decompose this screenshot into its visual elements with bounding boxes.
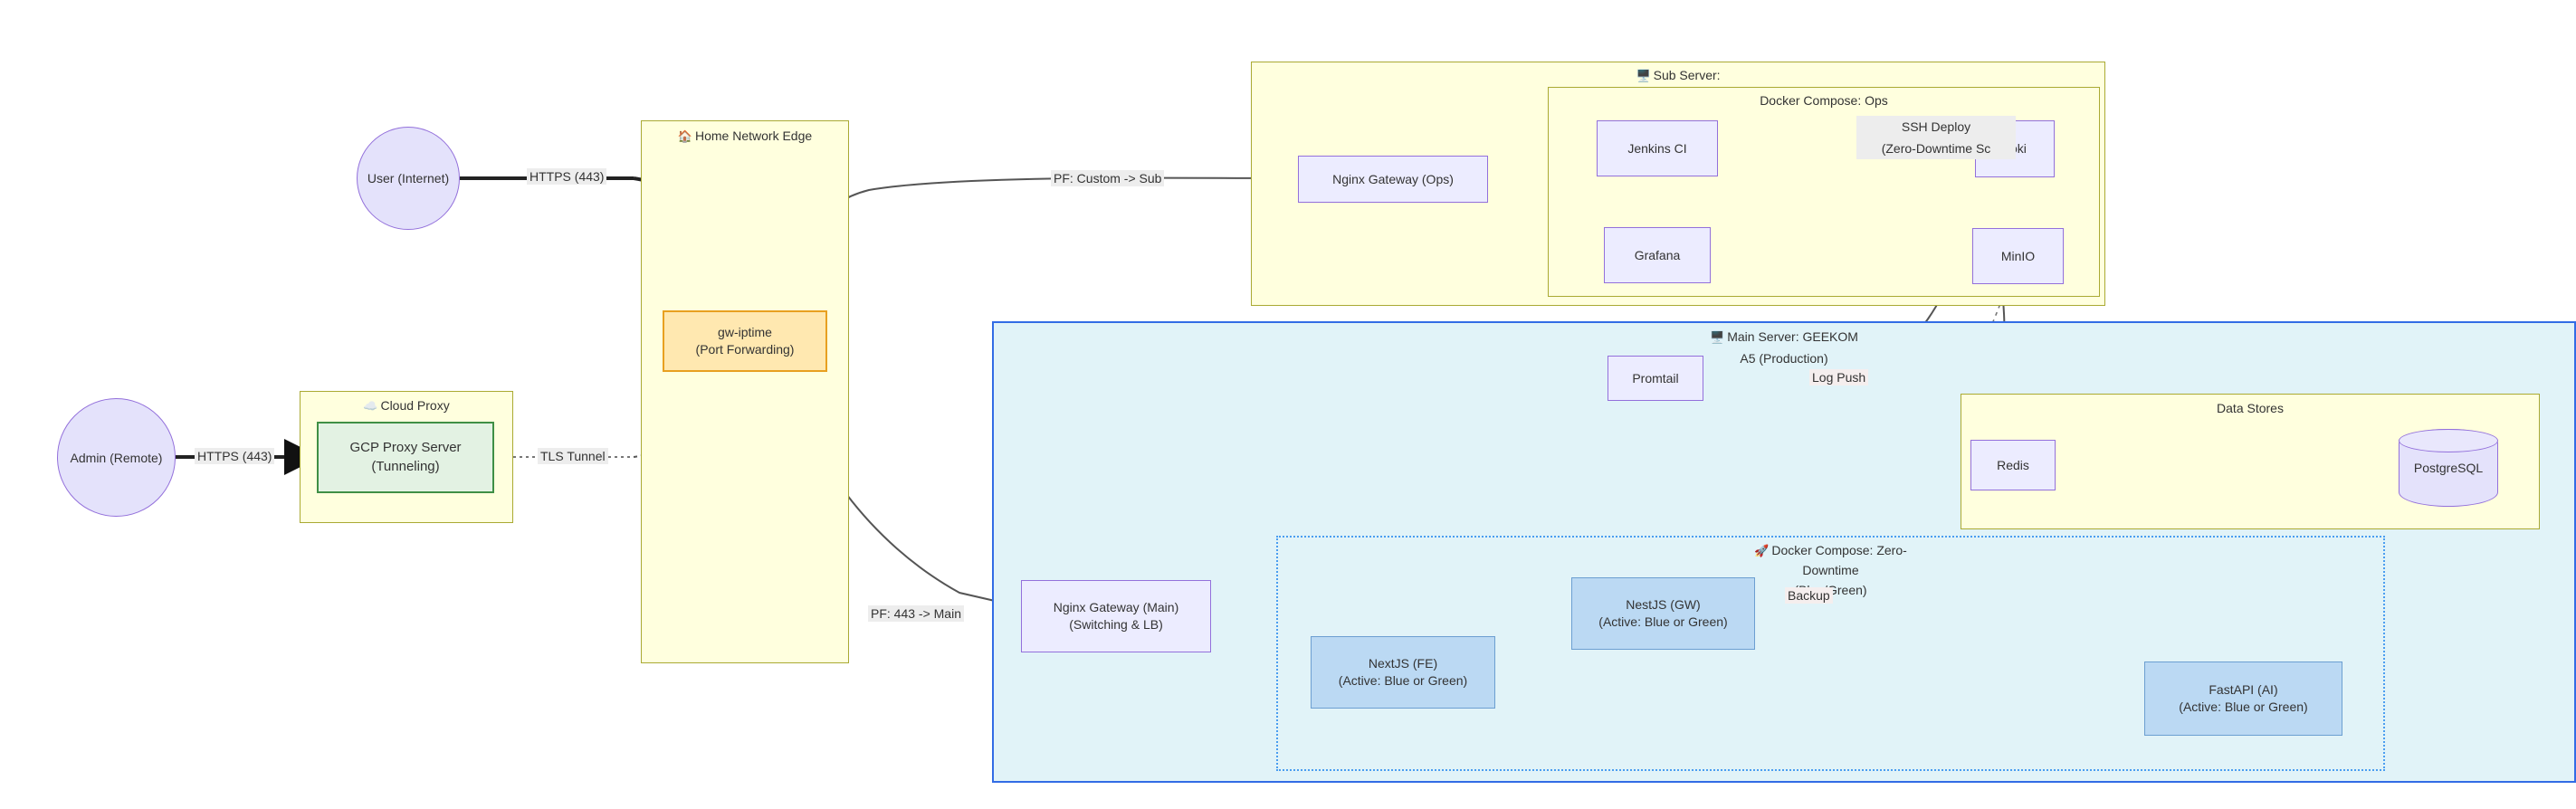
cluster-home-network-edge: 🏠Home Network Edge	[641, 120, 849, 663]
node-nginx-gateway-ops-label: Nginx Gateway (Ops)	[1332, 171, 1454, 186]
node-nestjs-gw[interactable]: NestJS (GW) (Active: Blue or Green)	[1571, 577, 1755, 650]
cloud-icon: ☁️	[363, 399, 378, 413]
house-icon: 🏠	[677, 129, 692, 143]
node-gcp-proxy-server[interactable]: GCP Proxy Server (Tunneling)	[317, 422, 494, 493]
cluster-data-stores-title: Data Stores	[2217, 401, 2284, 415]
node-promtail[interactable]: Promtail	[1608, 356, 1703, 401]
cluster-main-server-subtitle: A5 (Production)	[1740, 351, 1828, 366]
edge-label-ssh-deploy: SSH Deploy (Zero-Downtime Sc	[1856, 116, 2016, 159]
node-grafana[interactable]: Grafana	[1604, 227, 1711, 283]
node-nginx-gateway-main-label: Nginx Gateway (Main)	[1053, 600, 1179, 615]
node-nextjs-fe-label2: (Active: Blue or Green)	[1338, 673, 1468, 688]
node-gw-iptime-label: gw-iptime	[718, 325, 772, 340]
cluster-cloud-proxy-title: ☁️Cloud Proxy	[363, 398, 450, 413]
node-nestjs-gw-label: NestJS (GW)	[1626, 597, 1701, 613]
node-jenkins-ci-label: Jenkins CI	[1627, 140, 1687, 156]
edge-label-pf-443-main: PF: 443 -> Main	[868, 605, 964, 622]
cluster-home-network-edge-title: 🏠Home Network Edge	[677, 128, 813, 143]
edge-label-ssh-deploy-line1: SSH Deploy	[1901, 119, 1971, 134]
node-nextjs-fe[interactable]: NextJS (FE) (Active: Blue or Green)	[1311, 636, 1495, 709]
cluster-sub-server-title: 🖥️Sub Server:	[1636, 68, 1721, 82]
edge-label-ssh-deploy-line2: (Zero-Downtime Sc	[1881, 140, 1991, 156]
edge-label-tls-tunnel: TLS Tunnel	[538, 448, 608, 464]
node-user-internet[interactable]: User (Internet)	[357, 127, 460, 230]
node-nextjs-fe-label: NextJS (FE)	[1368, 656, 1438, 671]
node-fastapi-ai[interactable]: FastAPI (AI) (Active: Blue or Green)	[2144, 661, 2342, 736]
node-user-internet-label: User (Internet)	[367, 171, 450, 186]
node-gw-iptime[interactable]: gw-iptime (Port Forwarding)	[663, 310, 827, 372]
edge-label-https-443-admin: HTTPS (443)	[195, 448, 275, 464]
edge-label-backup: Backup	[1785, 587, 1833, 604]
node-fastapi-ai-label: FastAPI (AI)	[2209, 682, 2278, 698]
node-promtail-label: Promtail	[1632, 370, 1679, 385]
rocket-icon: 🚀	[1754, 544, 1770, 557]
node-jenkins-ci[interactable]: Jenkins CI	[1597, 120, 1718, 176]
node-gcp-proxy-server-label2: (Tunneling)	[371, 458, 440, 474]
monitor-icon: 🖥️	[1636, 69, 1651, 82]
node-minio[interactable]: MinIO	[1972, 228, 2064, 284]
node-admin-remote[interactable]: Admin (Remote)	[57, 398, 176, 517]
node-grafana-label: Grafana	[1634, 247, 1681, 262]
node-postgresql[interactable]: PostgreSQL	[2399, 429, 2498, 507]
node-admin-remote-label: Admin (Remote)	[70, 450, 163, 465]
node-redis[interactable]: Redis	[1970, 440, 2056, 490]
node-postgresql-label: PostgreSQL	[2413, 461, 2484, 475]
node-nestjs-gw-label2: (Active: Blue or Green)	[1598, 614, 1728, 629]
edge-label-log-push: Log Push	[1809, 369, 1869, 385]
node-fastapi-ai-label2: (Active: Blue or Green)	[2179, 700, 2308, 714]
node-nginx-gateway-main-label2: (Switching & LB)	[1069, 617, 1163, 632]
node-nginx-gateway-main[interactable]: Nginx Gateway (Main) (Switching & LB)	[1021, 580, 1211, 652]
node-minio-label: MinIO	[2000, 248, 2036, 263]
edge-label-https-443-user: HTTPS (443)	[527, 168, 607, 185]
cluster-main-server-title: 🖥️Main Server: GEEKOM	[1710, 329, 1858, 344]
monitor-icon: 🖥️	[1710, 330, 1725, 344]
node-gw-iptime-label2: (Port Forwarding)	[695, 342, 795, 357]
cluster-docker-compose-zero-downtime: 🚀Docker Compose: Zero- Downtime (Blue/Gr…	[1276, 536, 2385, 771]
cluster-docker-compose-zero-downtime-title2: Downtime	[1802, 563, 1859, 577]
edge-label-pf-custom-sub: PF: Custom -> Sub	[1051, 170, 1165, 186]
cluster-docker-compose-zero-downtime-title: 🚀Docker Compose: Zero-	[1754, 543, 1907, 557]
cluster-docker-compose-ops-title: Docker Compose: Ops	[1760, 93, 1888, 108]
node-nginx-gateway-ops[interactable]: Nginx Gateway (Ops)	[1298, 156, 1488, 203]
node-redis-label: Redis	[1997, 457, 2029, 472]
node-gcp-proxy-server-label: GCP Proxy Server	[349, 440, 462, 456]
